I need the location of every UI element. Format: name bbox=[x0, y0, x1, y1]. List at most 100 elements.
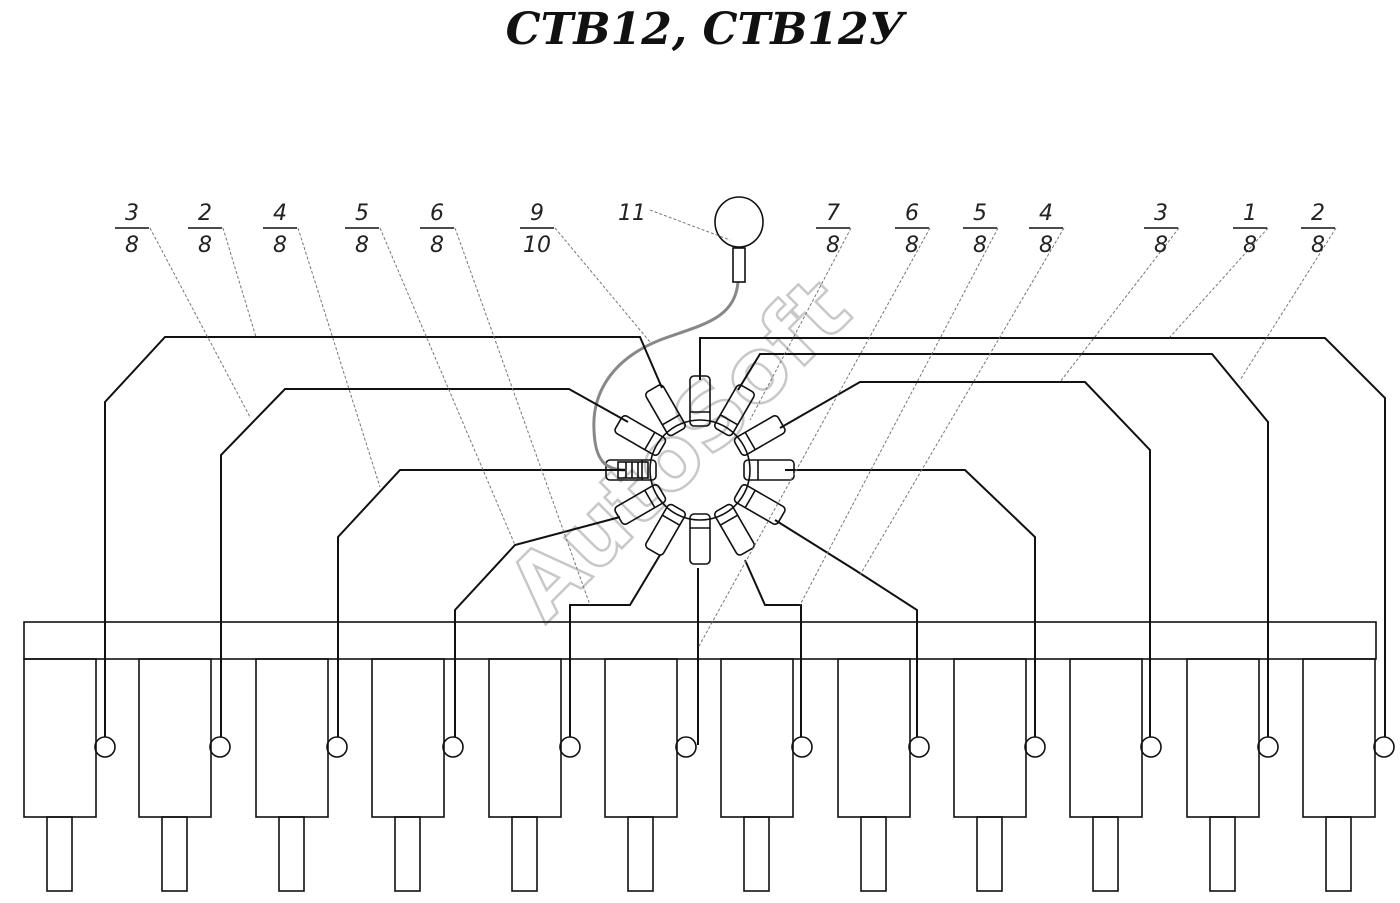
leader-line bbox=[649, 209, 731, 241]
spark-plug-terminal bbox=[559, 736, 581, 758]
callout-number: 3 bbox=[1154, 201, 1168, 226]
callout-denominator: 8 bbox=[125, 233, 139, 258]
callout: 68 bbox=[895, 201, 929, 258]
leader-line bbox=[859, 227, 1065, 576]
ignition-wire bbox=[779, 381, 1151, 737]
callout: 78 bbox=[816, 201, 850, 258]
cylinder bbox=[953, 658, 1046, 892]
leader-line bbox=[554, 227, 651, 343]
ignition-wire bbox=[785, 469, 1036, 737]
ignition-wire bbox=[337, 469, 625, 737]
leader-line bbox=[297, 227, 381, 488]
callout: 910 bbox=[520, 201, 554, 258]
ignition-wire bbox=[774, 519, 918, 737]
cylinder bbox=[255, 658, 348, 892]
cylinder bbox=[138, 658, 231, 892]
distributor-tower bbox=[714, 384, 755, 437]
cylinder bbox=[837, 658, 930, 892]
spark-plug-terminal bbox=[209, 736, 231, 758]
callout: 58 bbox=[345, 201, 379, 258]
callout: 28 bbox=[1301, 201, 1335, 258]
engine-block bbox=[23, 621, 1395, 892]
cylinder bbox=[371, 658, 464, 892]
cylinder bbox=[23, 658, 116, 892]
leader-lines bbox=[149, 209, 1337, 649]
leader-line bbox=[749, 227, 852, 421]
leader-line bbox=[222, 227, 257, 338]
callout: 18 bbox=[1233, 201, 1267, 258]
ignition-wire bbox=[104, 336, 663, 737]
callout-number: 4 bbox=[273, 201, 287, 226]
callout: 48 bbox=[263, 201, 297, 258]
leader-line bbox=[799, 227, 999, 606]
callout: 68 bbox=[420, 201, 454, 258]
ignition-wire bbox=[699, 337, 1386, 737]
cylinder bbox=[488, 658, 581, 892]
callout-number: 9 bbox=[530, 201, 544, 226]
cylinder bbox=[1302, 658, 1395, 892]
leader-line bbox=[454, 227, 591, 606]
callout-denominator: 10 bbox=[523, 233, 551, 258]
spark-plug-terminal bbox=[908, 736, 930, 758]
callout-number: 6 bbox=[430, 201, 444, 226]
callout: 28 bbox=[188, 201, 222, 258]
callout-number: 4 bbox=[1039, 201, 1053, 226]
coil-bulb bbox=[714, 196, 764, 248]
callout-denominator: 8 bbox=[273, 233, 287, 258]
spark-plug-terminal bbox=[1140, 736, 1162, 758]
leader-line bbox=[1059, 227, 1180, 383]
callout-denominator: 8 bbox=[1311, 233, 1325, 258]
cylinder bbox=[1069, 658, 1162, 892]
distributor-tower bbox=[714, 503, 755, 556]
callout-number: 1 bbox=[1243, 201, 1257, 226]
ignition-wire bbox=[737, 353, 1269, 737]
distributor-tower bbox=[645, 503, 686, 556]
distributor-tower bbox=[689, 513, 711, 565]
cylinders-group bbox=[23, 658, 1395, 892]
ignition-wire bbox=[569, 554, 661, 737]
callout-denominator: 8 bbox=[1154, 233, 1168, 258]
callout: 58 bbox=[963, 201, 997, 258]
callout-denominator: 8 bbox=[430, 233, 444, 258]
leader-line bbox=[1169, 227, 1269, 338]
callout-denominator: 8 bbox=[355, 233, 369, 258]
coil-lead bbox=[592, 196, 764, 479]
ignition-wires bbox=[104, 336, 1386, 745]
callout: 48 bbox=[1029, 201, 1063, 258]
spark-plug-terminal bbox=[791, 736, 813, 758]
callout-number: 2 bbox=[198, 201, 212, 226]
ignition-wire bbox=[220, 388, 629, 737]
spark-plug-terminal bbox=[94, 736, 116, 758]
cylinder bbox=[720, 658, 813, 892]
callout-number: 5 bbox=[973, 201, 987, 226]
callout-denominator: 8 bbox=[905, 233, 919, 258]
spark-plug-terminal bbox=[1024, 736, 1046, 758]
spark-plug-terminal bbox=[326, 736, 348, 758]
callout-number: 5 bbox=[355, 201, 369, 226]
distributor-tower bbox=[733, 484, 786, 525]
spark-plug-terminal bbox=[1373, 736, 1395, 758]
distributor-tower bbox=[614, 415, 667, 456]
leader-line bbox=[149, 227, 251, 418]
callout-number: 2 bbox=[1311, 201, 1325, 226]
callout-denominator: 8 bbox=[973, 233, 987, 258]
callout-denominator: 8 bbox=[1039, 233, 1053, 258]
watermark: AutoSoft bbox=[487, 257, 869, 639]
callout-denominator: 8 bbox=[198, 233, 212, 258]
cylinder bbox=[1186, 658, 1279, 892]
spark-plug-terminal bbox=[442, 736, 464, 758]
callout-number: 7 bbox=[826, 201, 840, 226]
leader-line bbox=[379, 227, 516, 546]
distributor-tower bbox=[733, 415, 786, 456]
callout: 11 bbox=[618, 201, 646, 226]
callout: 38 bbox=[115, 201, 149, 258]
distributor bbox=[605, 375, 795, 565]
spark-plug-terminal bbox=[675, 736, 697, 758]
spark-plug-terminal bbox=[1257, 736, 1279, 758]
callout-number: 11 bbox=[618, 201, 646, 226]
distributor-tower bbox=[645, 384, 686, 437]
ignition-wire bbox=[454, 516, 621, 737]
callout-denominator: 8 bbox=[1243, 233, 1257, 258]
